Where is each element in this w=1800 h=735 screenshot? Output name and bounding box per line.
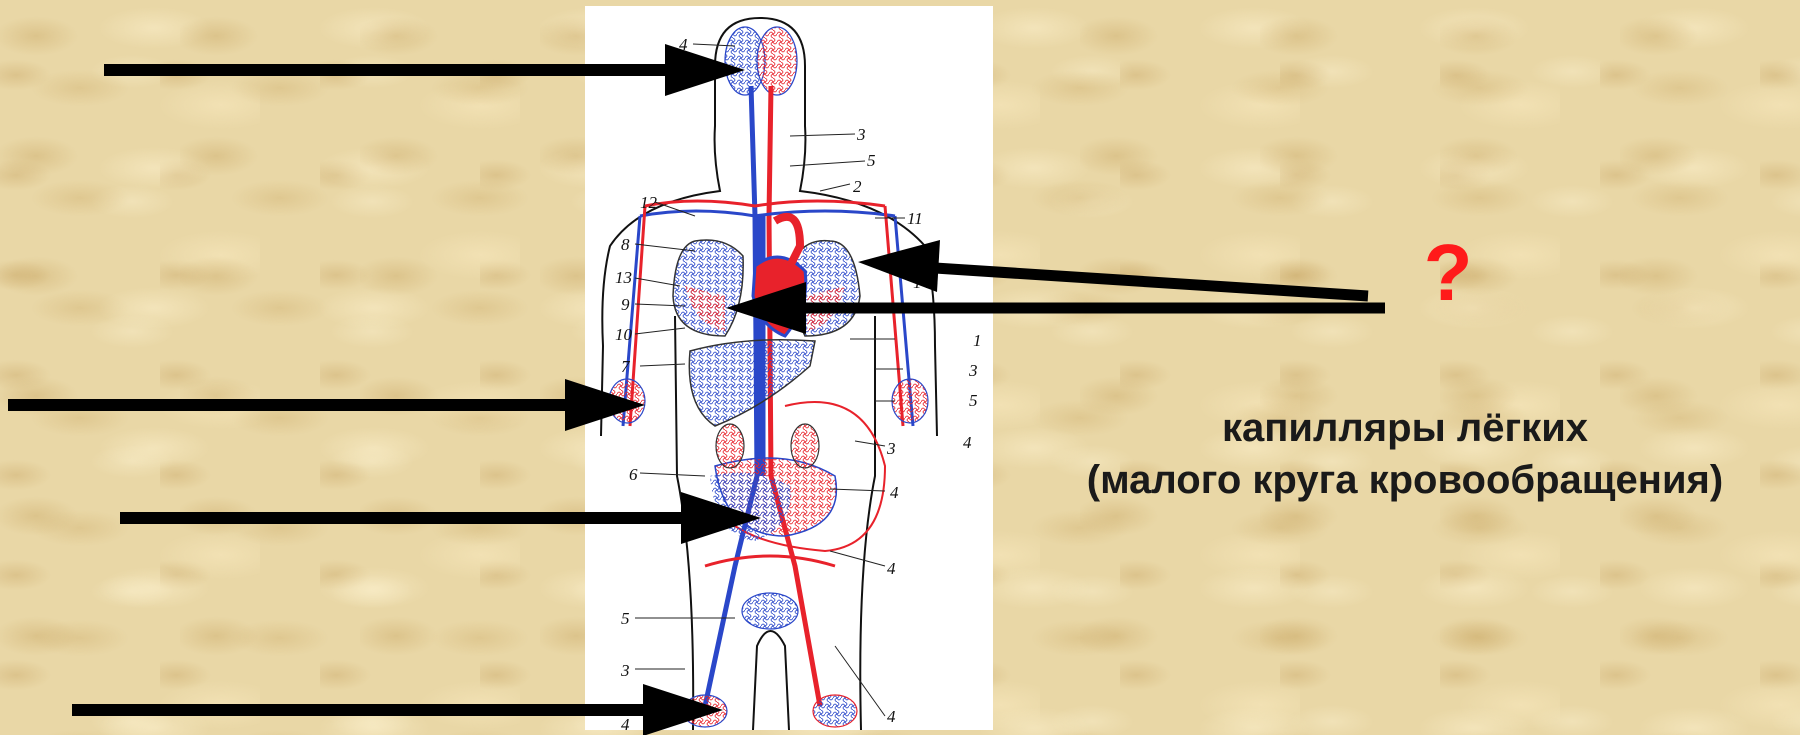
answer-caption: капилляры лёгких (малого круга кровообра… xyxy=(1010,402,1800,506)
arrow-icon xyxy=(104,44,745,96)
arrow-icon xyxy=(858,240,1368,296)
question-mark: ? xyxy=(1418,233,1478,313)
arrow-icon xyxy=(8,379,645,431)
arrow-icon xyxy=(120,492,761,544)
caption-line-2: (малого круга кровообращения) xyxy=(1010,454,1800,506)
arrow-icon xyxy=(72,684,723,735)
caption-line-1: капилляры лёгких xyxy=(1010,402,1800,454)
